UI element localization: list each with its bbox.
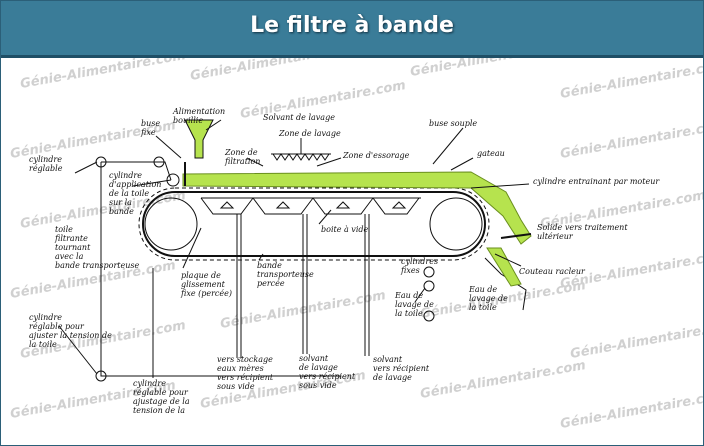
application-roller [166, 173, 180, 187]
watermark-text: Génie-Alimentaire.com [409, 58, 577, 80]
title-bar: Le filtre à bande [1, 1, 703, 58]
filter-cloth [95, 156, 527, 382]
label-zone-essorage: Zone d'essorage [342, 151, 410, 160]
drain-pipes [236, 214, 370, 358]
wash-spray-bar [271, 138, 331, 161]
scraper-knife [486, 233, 532, 287]
watermark-text: Génie-Alimentaire.com [569, 318, 703, 362]
fixed-roller-1 [423, 266, 435, 278]
label-buse-souple: buse souple [429, 119, 477, 128]
tension-roller [95, 370, 107, 382]
leader-lines [58, 119, 530, 378]
watermark-text: Génie-Alimentaire.com [559, 118, 703, 162]
watermark-text: Génie-Alimentaire.com [189, 58, 357, 84]
adjustable-roller-right [153, 156, 165, 168]
label-boite-vide: boite à vide [321, 225, 369, 234]
page-title: Le filtre à bande [250, 13, 454, 38]
label-solvant-lavage: Solvant de lavage [263, 113, 335, 122]
watermark-text: Génie-Alimentaire.com [559, 58, 703, 102]
vacuum-boxes [200, 197, 421, 215]
watermark-text: Génie-Alimentaire.com [19, 58, 187, 92]
label-couteau-racleur: Couteau racleur [519, 267, 586, 276]
fixed-roller-3 [423, 310, 435, 322]
conveyor-belt [138, 187, 490, 261]
label-zone-lavage: Zone de lavage [278, 129, 341, 138]
watermark-text: Génie-Alimentaire.com [559, 388, 703, 432]
label-gateau: gateau [477, 149, 505, 158]
fixed-roller-2 [423, 280, 435, 292]
filter-cake [182, 171, 532, 245]
label-cylindre-entrainant: cylindre entrainant par moteur [533, 177, 660, 186]
watermark-text: Génie-Alimentaire.com [419, 358, 587, 402]
